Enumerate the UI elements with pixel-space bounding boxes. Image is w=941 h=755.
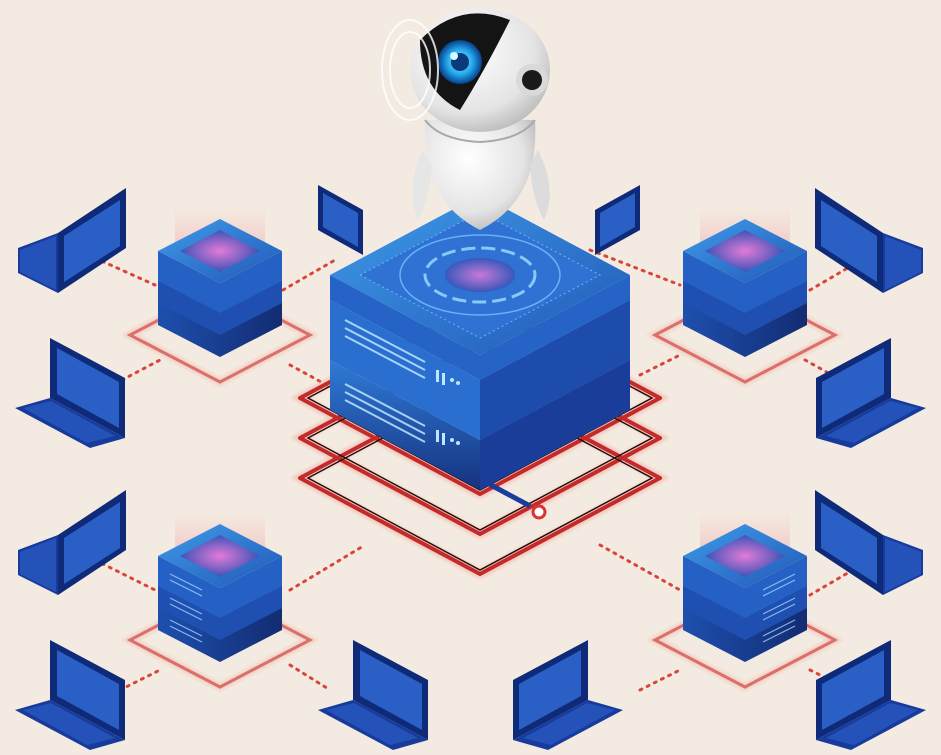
laptop-icon: [18, 490, 126, 595]
laptop-icon: [815, 188, 923, 293]
server-stack-top-right: [646, 205, 844, 387]
connection-line-icon: [118, 668, 162, 692]
laptop-icon: [15, 338, 125, 448]
laptop-icon: [816, 338, 926, 448]
connection-line-icon: [93, 256, 157, 287]
laptops: [15, 185, 926, 750]
connection-line-icon: [638, 353, 682, 377]
laptop-icon: [815, 490, 923, 595]
main-server-icon: [330, 195, 630, 490]
laptop-icon: [18, 188, 126, 293]
server-stack-top-left: [121, 205, 319, 387]
laptop-icon: [816, 640, 926, 750]
connection-line-icon: [93, 558, 157, 592]
laptop-icon: [15, 640, 125, 750]
connection-line-icon: [588, 248, 682, 287]
laptop-icon: [318, 640, 428, 750]
connection-line-icon: [120, 358, 162, 382]
laptop-icon: [318, 185, 363, 255]
connection-line-icon: [288, 363, 347, 397]
server-stack-bottom-left: [121, 510, 319, 692]
node-dot-icon: [531, 504, 547, 520]
connection-line-icon: [598, 543, 682, 592]
connection-line-icon: [281, 258, 337, 292]
connection-line-icon: [288, 543, 367, 592]
connection-line-icon: [288, 663, 332, 692]
robot-icon: [381, 8, 550, 230]
laptop-icon: [595, 185, 640, 255]
connection-line-icon: [638, 668, 682, 692]
connection-line-icon: [808, 668, 852, 692]
laptop-icon: [513, 640, 623, 750]
server-stack-bottom-right: [646, 510, 844, 692]
